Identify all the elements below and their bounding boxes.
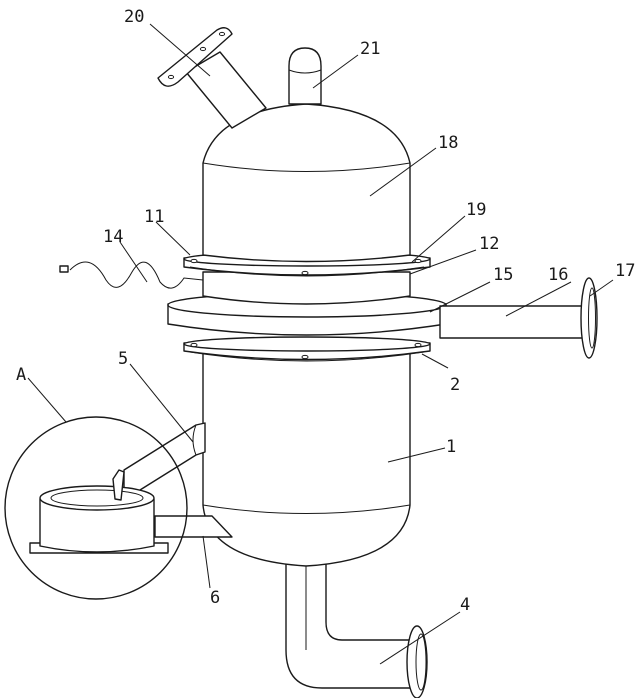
label-6: 6 bbox=[210, 588, 220, 608]
upper-band bbox=[202, 271, 411, 305]
label-1: 1 bbox=[446, 437, 456, 457]
label-17: 17 bbox=[615, 261, 635, 281]
power-cable bbox=[59, 261, 204, 289]
detail-circle-a bbox=[4, 416, 188, 600]
label-15: 15 bbox=[493, 265, 513, 285]
label-16: 16 bbox=[548, 265, 568, 285]
bottom-outlet-pipe bbox=[285, 557, 428, 698]
reference-labels: 20 21 18 11 19 14 12 15 16 17 5 2 A 1 6 … bbox=[16, 7, 635, 615]
label-20: 20 bbox=[124, 7, 144, 27]
label-19: 19 bbox=[466, 200, 486, 220]
side-inlet-pipe bbox=[123, 422, 206, 501]
label-2: 2 bbox=[450, 375, 460, 395]
upper-body bbox=[202, 103, 411, 263]
label-21: 21 bbox=[360, 39, 380, 59]
label-4: 4 bbox=[460, 595, 470, 615]
lower-body bbox=[202, 351, 411, 567]
angled-inlet bbox=[157, 27, 267, 129]
leader-lines bbox=[27, 23, 614, 665]
label-11: 11 bbox=[144, 207, 164, 227]
side-outlet-pipe bbox=[439, 277, 598, 359]
label-5: 5 bbox=[118, 349, 128, 369]
label-14: 14 bbox=[103, 227, 123, 247]
top-nozzle bbox=[288, 47, 322, 105]
lower-flange bbox=[183, 336, 431, 362]
bottom-connector bbox=[154, 515, 233, 538]
label-12: 12 bbox=[479, 234, 499, 254]
label-18: 18 bbox=[438, 133, 458, 153]
label-A: A bbox=[16, 365, 26, 385]
